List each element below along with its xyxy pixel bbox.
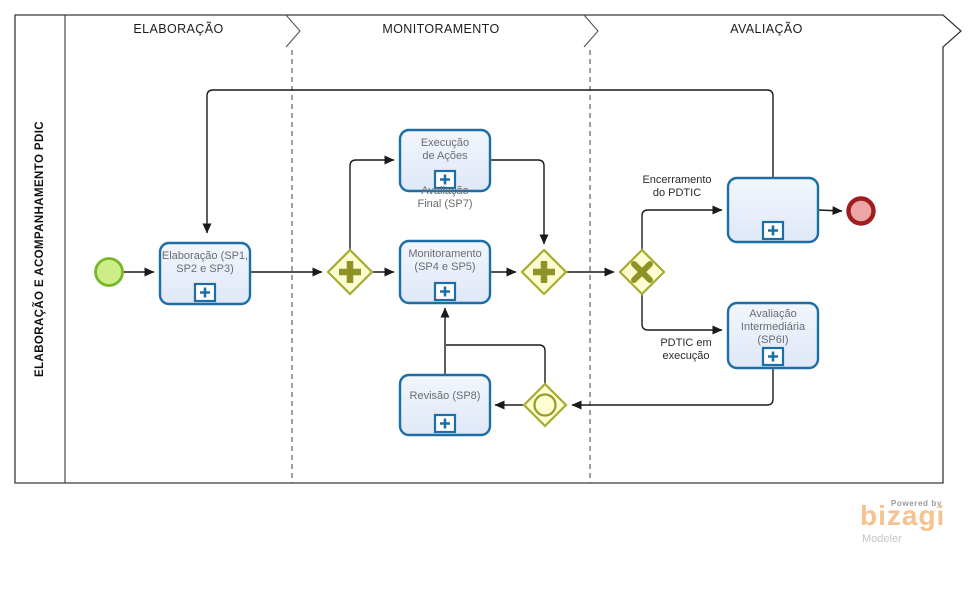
subprocess-plus-icon <box>193 282 217 303</box>
bizagi-modeler-text: Modeler <box>862 533 902 545</box>
flow-label-em-execucao: PDTIC em execução <box>660 337 712 362</box>
flow-avaliacao-final-to-end[interactable] <box>817 206 843 216</box>
bizagi-logo: bizagi <box>860 500 946 531</box>
flow-avaliacao-final-to-elaboracao[interactable] <box>202 89 774 234</box>
task-avaliacao-intermediaria[interactable] <box>726 301 820 370</box>
powered-by-text: Powered by <box>891 499 942 508</box>
inclusive-circle-icon <box>533 393 557 417</box>
task-avaliacao-final-label: Avaliação Final (SP7) <box>417 185 473 210</box>
task-avaliacao-intermediaria-label: Avaliação Intermediária (SP6I) <box>740 308 806 346</box>
task-revisao-label: Revisão (SP8) <box>409 390 481 402</box>
subprocess-plus-icon <box>433 281 457 302</box>
task-execucao-de-acoes[interactable] <box>398 128 492 193</box>
milestone-avaliacao[interactable]: AVALIAÇÃO <box>730 22 803 36</box>
task-elaboracao-label: Elaboração (SP1, SP2 e SP3) <box>161 250 249 275</box>
end-event[interactable] <box>846 196 876 226</box>
subprocess-plus-icon <box>761 346 785 367</box>
exclusive-x-icon <box>631 261 653 283</box>
flow-gateway4-to-monitoramento[interactable] <box>446 344 546 384</box>
flow-avaliacao-intermediaria-to-gateway4[interactable] <box>571 368 774 410</box>
subprocess-plus-icon <box>433 413 457 434</box>
flow-execucao-to-gateway2[interactable] <box>490 159 549 245</box>
parallel-plus-icon <box>533 261 555 283</box>
gateway-inclusive[interactable] <box>522 382 568 428</box>
task-monitoramento[interactable] <box>398 239 492 305</box>
subprocess-plus-icon <box>433 169 457 190</box>
task-revisao[interactable] <box>398 373 492 437</box>
task-avaliacao-final[interactable] <box>726 176 820 244</box>
pool-title: ELABORAÇÃO E ACOMPANHAMENTO PDIC <box>34 120 47 378</box>
flow-label-encerramento: Encerramento do PDTIC <box>642 174 712 199</box>
parallel-plus-icon <box>339 261 361 283</box>
milestone-chevron-2 <box>583 14 599 48</box>
milestone-chevron-1 <box>285 14 301 48</box>
flow-gateway3-to-avaliacao-intermediaria[interactable] <box>641 294 723 335</box>
pool-header[interactable]: ELABORAÇÃO E ACOMPANHAMENTO PDIC <box>15 15 65 483</box>
flow-gateway1-to-execucao[interactable] <box>349 155 395 250</box>
milestone-monitoramento[interactable]: MONITORAMENTO <box>382 22 500 36</box>
task-monitoramento-label: Monitoramento (SP4 e SP5) <box>408 248 482 273</box>
start-event[interactable] <box>94 257 124 287</box>
task-elaboracao[interactable] <box>158 241 252 306</box>
milestone-elaboracao[interactable]: ELABORAÇÃO <box>133 22 224 36</box>
subprocess-plus-icon <box>761 220 785 241</box>
pool-frame <box>14 14 962 484</box>
subprocess-markers <box>193 169 785 434</box>
task-execucao-label: Execução de Ações <box>420 137 470 162</box>
flow-gateway3-to-avaliacao-final[interactable] <box>641 205 723 250</box>
